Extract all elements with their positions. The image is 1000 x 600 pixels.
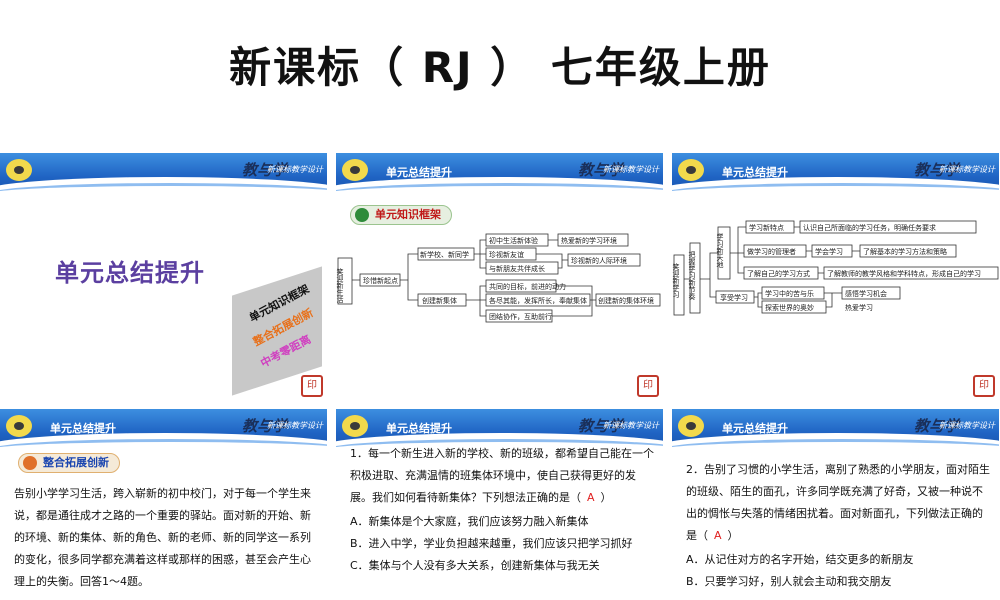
slide-thumbnail-3[interactable]: 单元总结提升 教与学 新课标教学设计 笑迎新学习 把握学习新节奏 学习新天地 享… [672,153,999,401]
cd-logo-icon [342,415,368,437]
option-a[interactable]: A．从记住对方的名字开始，结交更多的新朋友 [686,553,914,566]
node-mid2a: 新学校、新同学 [420,250,469,259]
header-label: 单元总结提升 [386,422,452,435]
node-r2: 珍视新的人际环境 [571,256,627,265]
brand-name: 教与学 [913,161,959,179]
node-b4: 学习中的苦与乐 [765,289,814,298]
node-mid1: 把握学习新节奏 [688,250,696,301]
question-block: 2．告别了习惯的小学生活，离别了熟悉的小学朋友，面对陌生的班级、陌生的面孔，许多… [686,459,991,593]
cd-logo-icon [6,415,32,437]
node-c2: 学会学习 [815,247,843,256]
header-label: 单元总结提升 [722,422,788,435]
seal-icon: 印 [301,375,323,397]
option-b[interactable]: B．只要学习好，别人就会主动和我交朋友 [686,575,892,588]
cd-logo-icon [6,159,32,181]
slide-thumbnail-6[interactable]: 单元总结提升 教与学 新课标教学设计 2．告别了习惯的小学生活，离别了熟悉的小学… [672,409,999,600]
cd-logo-icon [342,159,368,181]
seal-icon: 印 [637,375,659,397]
node-mid1: 珍惜新起点 [363,276,398,285]
node-c4: 了解教师的教学风格和学科特点，形成自己的学习 [827,269,981,278]
slide-thumbnail-4[interactable]: 单元总结提升 教与学 新课标教学设计 整合拓展创新 告别小学学习生活，跨入崭新的… [0,409,327,600]
answer-text: A [714,529,722,542]
node-n2: 珍视新友谊 [489,250,524,259]
node-mid2b: 创建新集体 [422,296,457,305]
node-c3: 了解基本的学习方法和策略 [863,247,947,256]
page-title: 新课标（ RJ ） 七年级上册 [229,43,771,92]
seal-icon: 印 [973,375,995,397]
node-root: 笑迎新生活 [336,267,344,304]
node-n1: 初中生活新体验 [489,236,538,245]
section-tag: 整合拓展创新 [18,453,120,473]
brand-name: 教与学 [913,417,959,435]
node-b1: 学习新特点 [749,223,784,232]
header-label: 单元总结提升 [386,166,452,179]
cd-logo-icon [678,415,704,437]
node-b2: 做学习的管理者 [747,247,796,256]
brand-name: 教与学 [577,417,623,435]
node-n4: 共同的目标，前进的动力 [489,282,566,291]
node-root: 笑迎新学习 [672,262,680,299]
brand-sub: 新课标教学设计 [603,165,659,174]
passage-text: 告别小学学习生活，跨入崭新的初中校门，对于每一个学生来说，都是通往成才之路的一个… [14,487,311,588]
header-label: 单元总结提升 [50,422,116,435]
option-a[interactable]: A．新集体是个大家庭，我们应该努力融入新集体 [350,515,589,528]
brand-sub: 新课标教学设计 [267,421,323,430]
node-a2: 享受学习 [720,293,748,302]
option-c[interactable]: C．集体与个人没有多大关系，创建新集体与我无关 [350,559,600,572]
node-b5: 探索世界的奥妙 [765,303,814,312]
learning-framework-diagram: 笑迎新学习 把握学习新节奏 学习新天地 享受学习 学习新特点 做学习的管理者 了… [672,220,999,316]
knowledge-framework-diagram: 笑迎新生活 珍惜新起点 新学校、新同学 创建新集体 初中生活新体验 珍视新友谊 … [336,233,661,323]
node-n3: 与新朋友共伴成长 [489,264,545,273]
slide-title: 单元总结提升 [55,259,205,287]
brand-sub: 新课标教学设计 [603,421,659,430]
slide-thumbnail-5[interactable]: 单元总结提升 教与学 新课标教学设计 1．每一个新生进入新的学校、新的班级，都希… [336,409,663,600]
brand-sub: 新课标教学设计 [939,165,995,174]
node-n5: 各尽其能，发挥所长，奉献集体 [489,296,587,305]
node-c6: 热爱学习 [845,303,873,312]
node-c1: 认识自己所面临的学习任务，明确任务要求 [803,223,936,232]
brand-sub: 新课标教学设计 [939,421,995,430]
node-a1: 学习新天地 [716,232,724,268]
node-n6: 团结协作，互助前行 [489,312,552,321]
section-tag: 单元知识框架 [350,205,452,225]
brand-sub: 新课标教学设计 [267,165,323,174]
brand-name: 教与学 [241,161,287,179]
node-b3: 了解自己的学习方式 [747,269,810,278]
question-text: 2．告别了习惯的小学生活，离别了熟悉的小学朋友，面对陌生的班级、陌生的面孔，许多… [686,463,990,542]
green-dot-icon [355,208,369,222]
question-text: 1．每一个新生进入新的学校、新的班级，都希望自己能在一个积极进取、充满温情的班集… [350,447,654,504]
question-block: 1．每一个新生进入新的学校、新的班级，都希望自己能在一个积极进取、充满温情的班集… [350,443,655,577]
slide-thumbnail-2[interactable]: 单元总结提升 教与学 新课标教学设计 单元知识框架 笑迎新生活 珍惜新起点 新学… [336,153,663,401]
answer-text: A [587,491,595,504]
brand-name: 教与学 [577,161,623,179]
slide-thumbnail-1[interactable]: 教与学 新课标教学设计 单元总结提升 单元知识框架 整合拓展创新 中考零距离 印 [0,153,327,401]
cd-logo-icon [678,159,704,181]
orange-dot-icon [23,456,37,470]
node-c5: 感悟学习机会 [845,289,887,298]
brand-name: 教与学 [241,417,287,435]
node-r3: 创建新的集体环境 [598,296,654,305]
node-r1: 热爱新的学习环境 [561,236,617,245]
header-label: 单元总结提升 [722,166,788,179]
option-b[interactable]: B．进入中学，学业负担越来越重，我们应该只把学习抓好 [350,537,633,550]
